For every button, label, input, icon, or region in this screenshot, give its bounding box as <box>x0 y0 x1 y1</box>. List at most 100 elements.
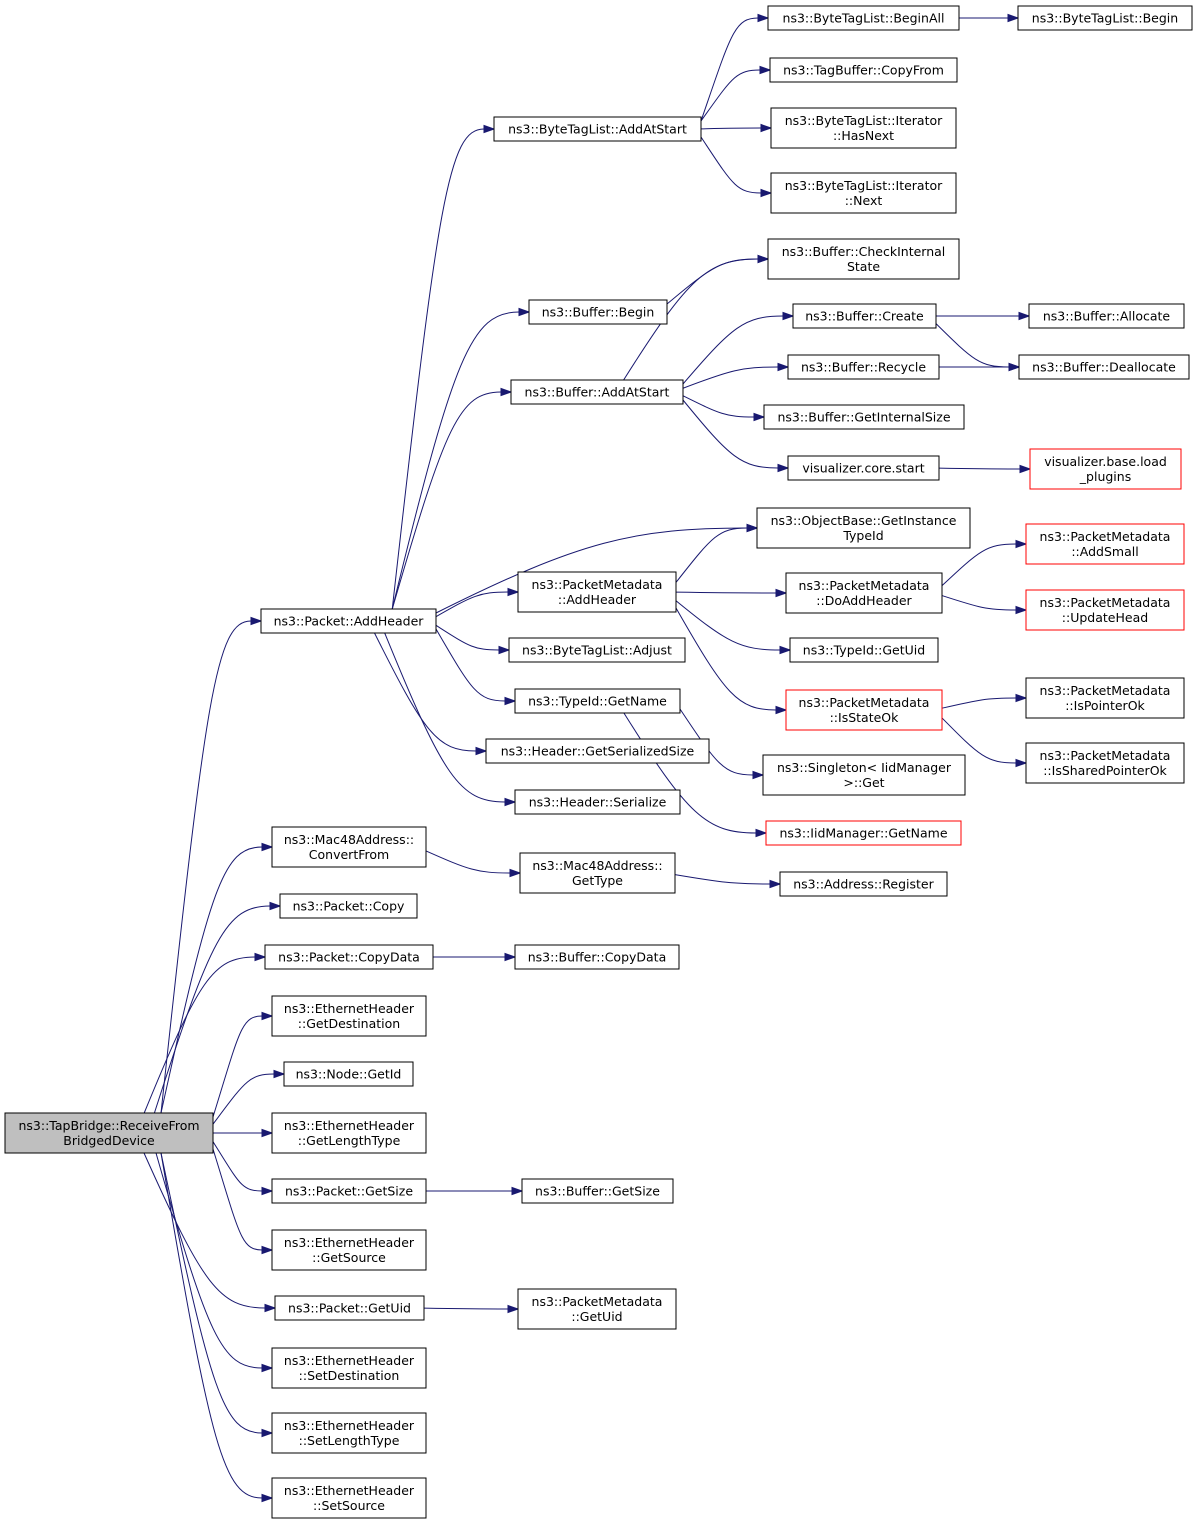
edge-vis_start-to-vis_load <box>938 464 1032 474</box>
node-label: ::AddSmall <box>1071 544 1138 559</box>
node-label: visualizer.base.load <box>1044 454 1167 469</box>
node-box <box>274 1295 425 1321</box>
edge-buf_recycle-to-buf_deallocate <box>939 362 1021 372</box>
node-box <box>485 738 710 764</box>
arrowhead <box>775 588 788 598</box>
node-label: ns3::Packet::AddHeader <box>274 614 425 629</box>
node-label: ns3::TagBuffer::CopyFrom <box>783 63 944 78</box>
node-box <box>1017 5 1193 31</box>
arrowhead <box>1018 311 1031 321</box>
node-mac48_convertfrom[interactable]: ns3::Mac48Address::ConvertFrom <box>271 826 427 868</box>
node-box <box>493 116 702 142</box>
node-hdr_serialize[interactable]: ns3::Header::Serialize <box>514 789 681 815</box>
node-label: ::HasNext <box>833 128 894 143</box>
arrowhead <box>775 705 788 715</box>
arrowhead <box>752 770 765 780</box>
edge-root-to-eth_getlentype <box>213 1128 274 1138</box>
node-label: ns3::PacketMetadata <box>532 1294 663 1309</box>
node-buf_copydata[interactable]: ns3::Buffer::CopyData <box>514 944 680 970</box>
node-pm_addsmall[interactable]: ns3::PacketMetadata::AddSmall <box>1025 523 1185 565</box>
node-bt_begin[interactable]: ns3::ByteTagList::Begin <box>1017 5 1193 31</box>
node-singleton_get[interactable]: ns3::Singleton< IidManager>::Get <box>762 754 966 796</box>
node-eth_getdest[interactable]: ns3::EthernetHeader::GetDestination <box>271 995 427 1037</box>
node-buf_getsize[interactable]: ns3::Buffer::GetSize <box>521 1178 674 1204</box>
node-label: ns3::Address::Register <box>793 877 934 892</box>
node-label: ns3::TapBridge::ReceiveFrom <box>18 1118 199 1133</box>
node-bt_it_next[interactable]: ns3::ByteTagList::Iterator::Next <box>770 172 957 214</box>
arrowhead <box>757 254 770 264</box>
node-buf_allocate[interactable]: ns3::Buffer::Allocate <box>1028 303 1185 329</box>
arrowhead <box>760 123 773 133</box>
node-box <box>779 871 948 897</box>
node-label: GetType <box>572 873 623 888</box>
edge-buf_addatstart-to-buf_recycle <box>682 362 790 389</box>
node-eth_setlentype[interactable]: ns3::EthernetHeader::SetLengthType <box>271 1412 427 1454</box>
arrowhead <box>261 1128 274 1138</box>
node-buf_getinternalsize[interactable]: ns3::Buffer::GetInternalSize <box>763 404 965 430</box>
node-addheader[interactable]: ns3::Packet::AddHeader <box>260 608 437 634</box>
node-bt_it_hasnext[interactable]: ns3::ByteTagList::Iterator::HasNext <box>770 107 957 149</box>
node-addr_register[interactable]: ns3::Address::Register <box>779 871 948 897</box>
node-box <box>508 637 686 663</box>
edge-pm_addheader-to-pm_isstateok <box>675 607 788 715</box>
node-bt_adjust[interactable]: ns3::ByteTagList::Adjust <box>508 637 686 663</box>
node-eth_getlentype[interactable]: ns3::EthernetHeader::GetLengthType <box>271 1112 427 1154</box>
node-box <box>1025 742 1185 784</box>
node-box <box>1025 677 1185 719</box>
node-box <box>514 789 681 815</box>
node-box <box>271 995 427 1037</box>
arrowhead <box>1015 539 1028 549</box>
node-buf_recycle[interactable]: ns3::Buffer::Recycle <box>787 354 940 380</box>
edge-addheader-to-hdr_getsersize <box>374 632 488 756</box>
arrowhead <box>504 696 517 706</box>
node-box <box>785 572 943 614</box>
arrowhead <box>759 65 772 75</box>
node-typeid_getuid[interactable]: ns3::TypeId::GetUid <box>789 637 939 663</box>
node-eth_setsource[interactable]: ns3::EthernetHeader::SetSource <box>271 1477 427 1519</box>
edge-pm_addheader-to-pm_doaddheader <box>675 588 788 598</box>
node-pm_issharedptrok[interactable]: ns3::PacketMetadata::IsSharedPointerOk <box>1025 742 1185 784</box>
node-vis_start[interactable]: visualizer.core.start <box>787 455 940 481</box>
node-box <box>4 1112 214 1154</box>
node-typeid_getname[interactable]: ns3::TypeId::GetName <box>514 688 681 714</box>
node-hdr_getsersize[interactable]: ns3::Header::GetSerializedSize <box>485 738 710 764</box>
node-label: ns3::Buffer::Allocate <box>1043 309 1171 324</box>
node-eth_getsource[interactable]: ns3::EthernetHeader::GetSource <box>271 1229 427 1271</box>
arrowhead <box>498 645 511 655</box>
node-label: ::IsStateOk <box>830 710 900 725</box>
node-pm_addheader[interactable]: ns3::PacketMetadata::AddHeader <box>517 571 677 613</box>
node-iid_getname[interactable]: ns3::IidManager::GetName <box>765 820 962 846</box>
node-label: ns3::Packet::GetSize <box>285 1184 413 1199</box>
node-label: ::Next <box>845 193 883 208</box>
node-label: ns3::EthernetHeader <box>284 1353 415 1368</box>
node-bt_beginall[interactable]: ns3::ByteTagList::BeginAll <box>767 5 960 31</box>
node-pm_isstateok[interactable]: ns3::PacketMetadata::IsStateOk <box>785 689 943 731</box>
edge-addheader-to-pm_addheader <box>435 587 520 618</box>
node-node_getid[interactable]: ns3::Node::GetId <box>283 1061 414 1087</box>
node-pm_getuid[interactable]: ns3::PacketMetadata::GetUid <box>517 1288 677 1330</box>
node-box <box>528 299 668 325</box>
node-pm_doaddheader[interactable]: ns3::PacketMetadata::DoAddHeader <box>785 572 943 614</box>
node-pkt_getuid[interactable]: ns3::Packet::GetUid <box>274 1295 425 1321</box>
node-buf_begin[interactable]: ns3::Buffer::Begin <box>528 299 668 325</box>
call-nodes: ns3::TapBridge::ReceiveFromBridgedDevice… <box>4 5 1193 1519</box>
node-vis_load[interactable]: visualizer.base.load_plugins <box>1029 448 1182 490</box>
node-tagbuf_copyfrom[interactable]: ns3::TagBuffer::CopyFrom <box>769 57 958 83</box>
arrowhead <box>779 645 792 655</box>
node-mac48_gettype[interactable]: ns3::Mac48Address::GetType <box>519 852 676 894</box>
node-buf_create[interactable]: ns3::Buffer::Create <box>792 303 937 329</box>
node-label: ::AddHeader <box>558 592 637 607</box>
node-eth_setdest[interactable]: ns3::EthernetHeader::SetDestination <box>271 1347 427 1389</box>
node-pkt_getsize[interactable]: ns3::Packet::GetSize <box>271 1178 427 1204</box>
edge-pm_isstateok-to-pm_issharedptrok <box>941 717 1028 768</box>
node-pm_updatehead[interactable]: ns3::PacketMetadata::UpdateHead <box>1025 589 1185 631</box>
node-buf_deallocate[interactable]: ns3::Buffer::Deallocate <box>1018 354 1190 380</box>
node-pkt_copy[interactable]: ns3::Packet::Copy <box>279 893 418 919</box>
node-bt_addatstart[interactable]: ns3::ByteTagList::AddAtStart <box>493 116 702 142</box>
node-buf_addatstart[interactable]: ns3::Buffer::AddAtStart <box>510 379 684 405</box>
node-pm_ispointerok[interactable]: ns3::PacketMetadata::IsPointerOk <box>1025 677 1185 719</box>
node-pkt_copydata[interactable]: ns3::Packet::CopyData <box>264 944 434 970</box>
